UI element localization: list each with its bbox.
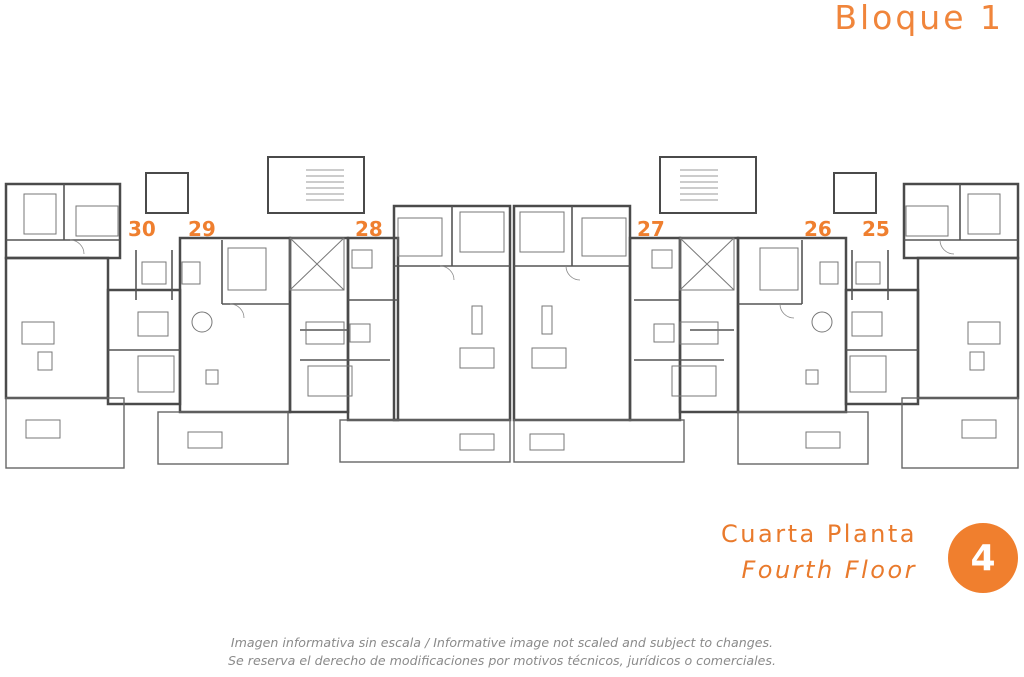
- stair-steps: [306, 169, 718, 201]
- disclaimer-line-1: Imagen informativa sin escala / Informat…: [230, 635, 774, 650]
- floor-title-es: Cuarta Planta: [721, 520, 917, 548]
- beds: [23, 193, 1001, 397]
- elevator-shafts: [289, 237, 735, 291]
- unit-label-29: 29: [188, 217, 216, 241]
- floor-title-en: Fourth Floor: [741, 556, 917, 584]
- unit-label-30: 30: [128, 217, 156, 241]
- stair-cores: [145, 156, 877, 214]
- unit-label-25: 25: [862, 217, 890, 241]
- block-title: Bloque 1: [834, 0, 1004, 37]
- terraces: [5, 397, 1019, 469]
- bathroom-fixtures: [137, 249, 883, 345]
- door-swings: [69, 239, 955, 319]
- disclaimer-line-2: Se reserva el derecho de modificaciones …: [228, 653, 776, 668]
- unit-label-28: 28: [355, 217, 383, 241]
- unit-label-27: 27: [637, 217, 665, 241]
- floor-number-badge: 4: [948, 523, 1018, 593]
- unit-label-26: 26: [804, 217, 832, 241]
- disclaimer: Imagen informativa sin escala / Informat…: [0, 634, 1004, 670]
- interior-walls: [6, 184, 1018, 361]
- furniture: [21, 305, 1001, 451]
